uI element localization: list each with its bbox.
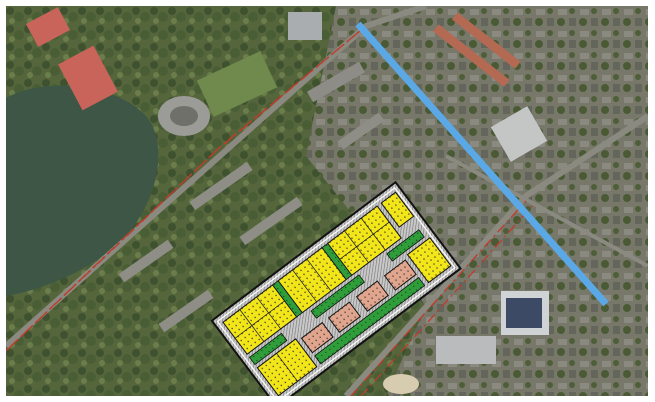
road bbox=[343, 113, 648, 396]
zoning-plan-overlay[interactable] bbox=[210, 180, 462, 396]
road bbox=[445, 154, 648, 268]
aerial-imagery-layer bbox=[6, 6, 648, 396]
sports-court bbox=[58, 45, 118, 111]
building bbox=[288, 12, 322, 40]
sports-court bbox=[26, 7, 70, 47]
residential-blocks bbox=[118, 112, 385, 333]
route-line[interactable] bbox=[355, 21, 609, 307]
terraced-houses bbox=[433, 12, 521, 87]
road bbox=[6, 6, 427, 349]
solar-panels bbox=[506, 298, 542, 328]
playground bbox=[383, 374, 419, 394]
sports-field bbox=[196, 51, 278, 117]
warehouse-roof bbox=[490, 106, 548, 162]
lake-water bbox=[6, 85, 159, 297]
map-canvas[interactable] bbox=[6, 6, 648, 396]
building bbox=[436, 336, 496, 364]
building bbox=[307, 61, 365, 103]
boundary-dashed-line bbox=[6, 25, 534, 396]
map-viewport[interactable] bbox=[6, 6, 648, 396]
